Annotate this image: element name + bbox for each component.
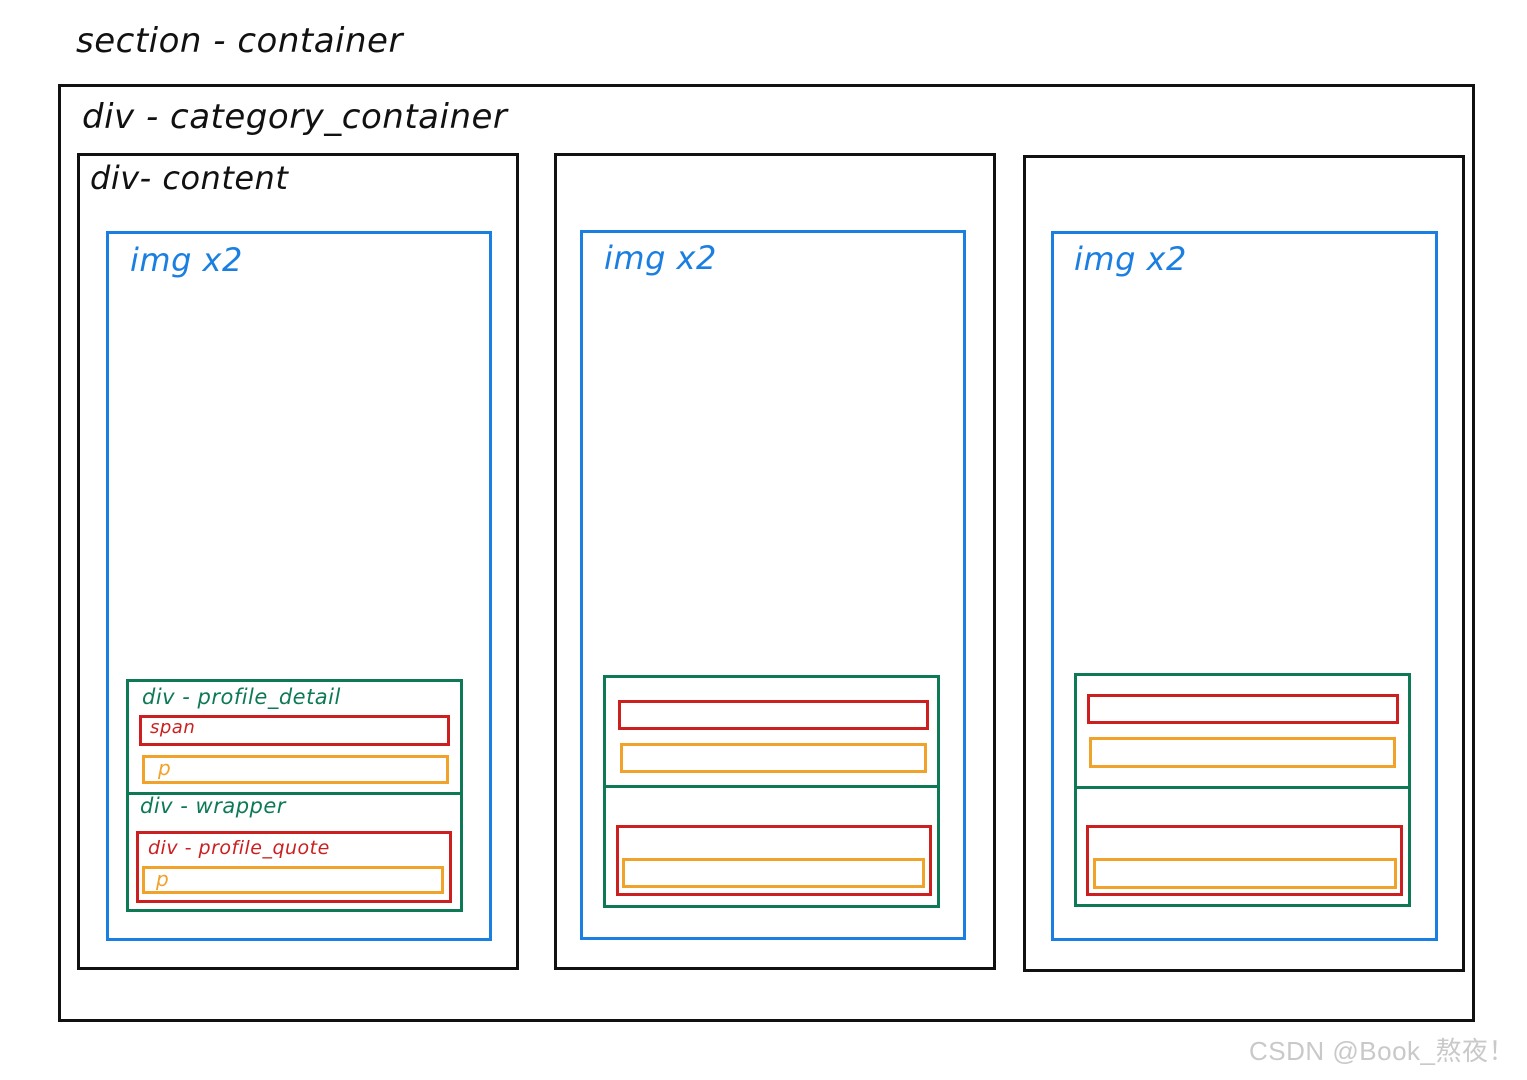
p-detail-box-1 [142, 755, 449, 784]
profile-card-divider-2 [606, 785, 937, 788]
profile-card-divider-1 [129, 792, 460, 795]
p-quote-label: p [156, 867, 170, 891]
profile-quote-box-3 [1086, 825, 1403, 896]
img-box-1 [106, 231, 492, 941]
category-container-label: div - category_container [82, 97, 508, 137]
p-quote-box-3 [1093, 858, 1397, 889]
span-box-3 [1087, 694, 1399, 724]
p-detail-box-2 [620, 743, 927, 773]
p-quote-box-1 [142, 866, 444, 894]
profile-quote-box-2 [616, 825, 932, 896]
profile-card-divider-3 [1077, 786, 1408, 789]
p-quote-box-2 [622, 858, 925, 888]
img-box-2 [580, 230, 966, 940]
profile-card-2 [603, 675, 940, 908]
section-label: section - container [76, 21, 403, 61]
span-box-2 [618, 700, 929, 730]
content-box-2 [554, 153, 996, 970]
profile-detail-label: div - profile_detail [142, 685, 341, 709]
span-box-1 [139, 715, 450, 746]
content-label: div- content [90, 159, 289, 197]
section-container-box [58, 84, 1475, 1022]
img-label-3: img x2 [1074, 240, 1187, 278]
profile-quote-box-1 [136, 831, 452, 903]
wrapper-label: div - wrapper [140, 794, 286, 818]
p-detail-box-3 [1089, 737, 1396, 768]
content-box-3 [1023, 155, 1465, 972]
profile-quote-label: div - profile_quote [148, 837, 330, 859]
img-label-2: img x2 [604, 239, 717, 277]
content-box-1 [77, 153, 519, 970]
p-detail-label: p [158, 756, 172, 780]
span-label: span [150, 717, 196, 738]
profile-card-3 [1074, 673, 1411, 907]
img-label-1: img x2 [130, 241, 243, 279]
profile-card-1 [126, 679, 463, 912]
img-box-3 [1051, 231, 1438, 941]
watermark-text: CSDN @Book_熬夜！ [1248, 1036, 1515, 1066]
